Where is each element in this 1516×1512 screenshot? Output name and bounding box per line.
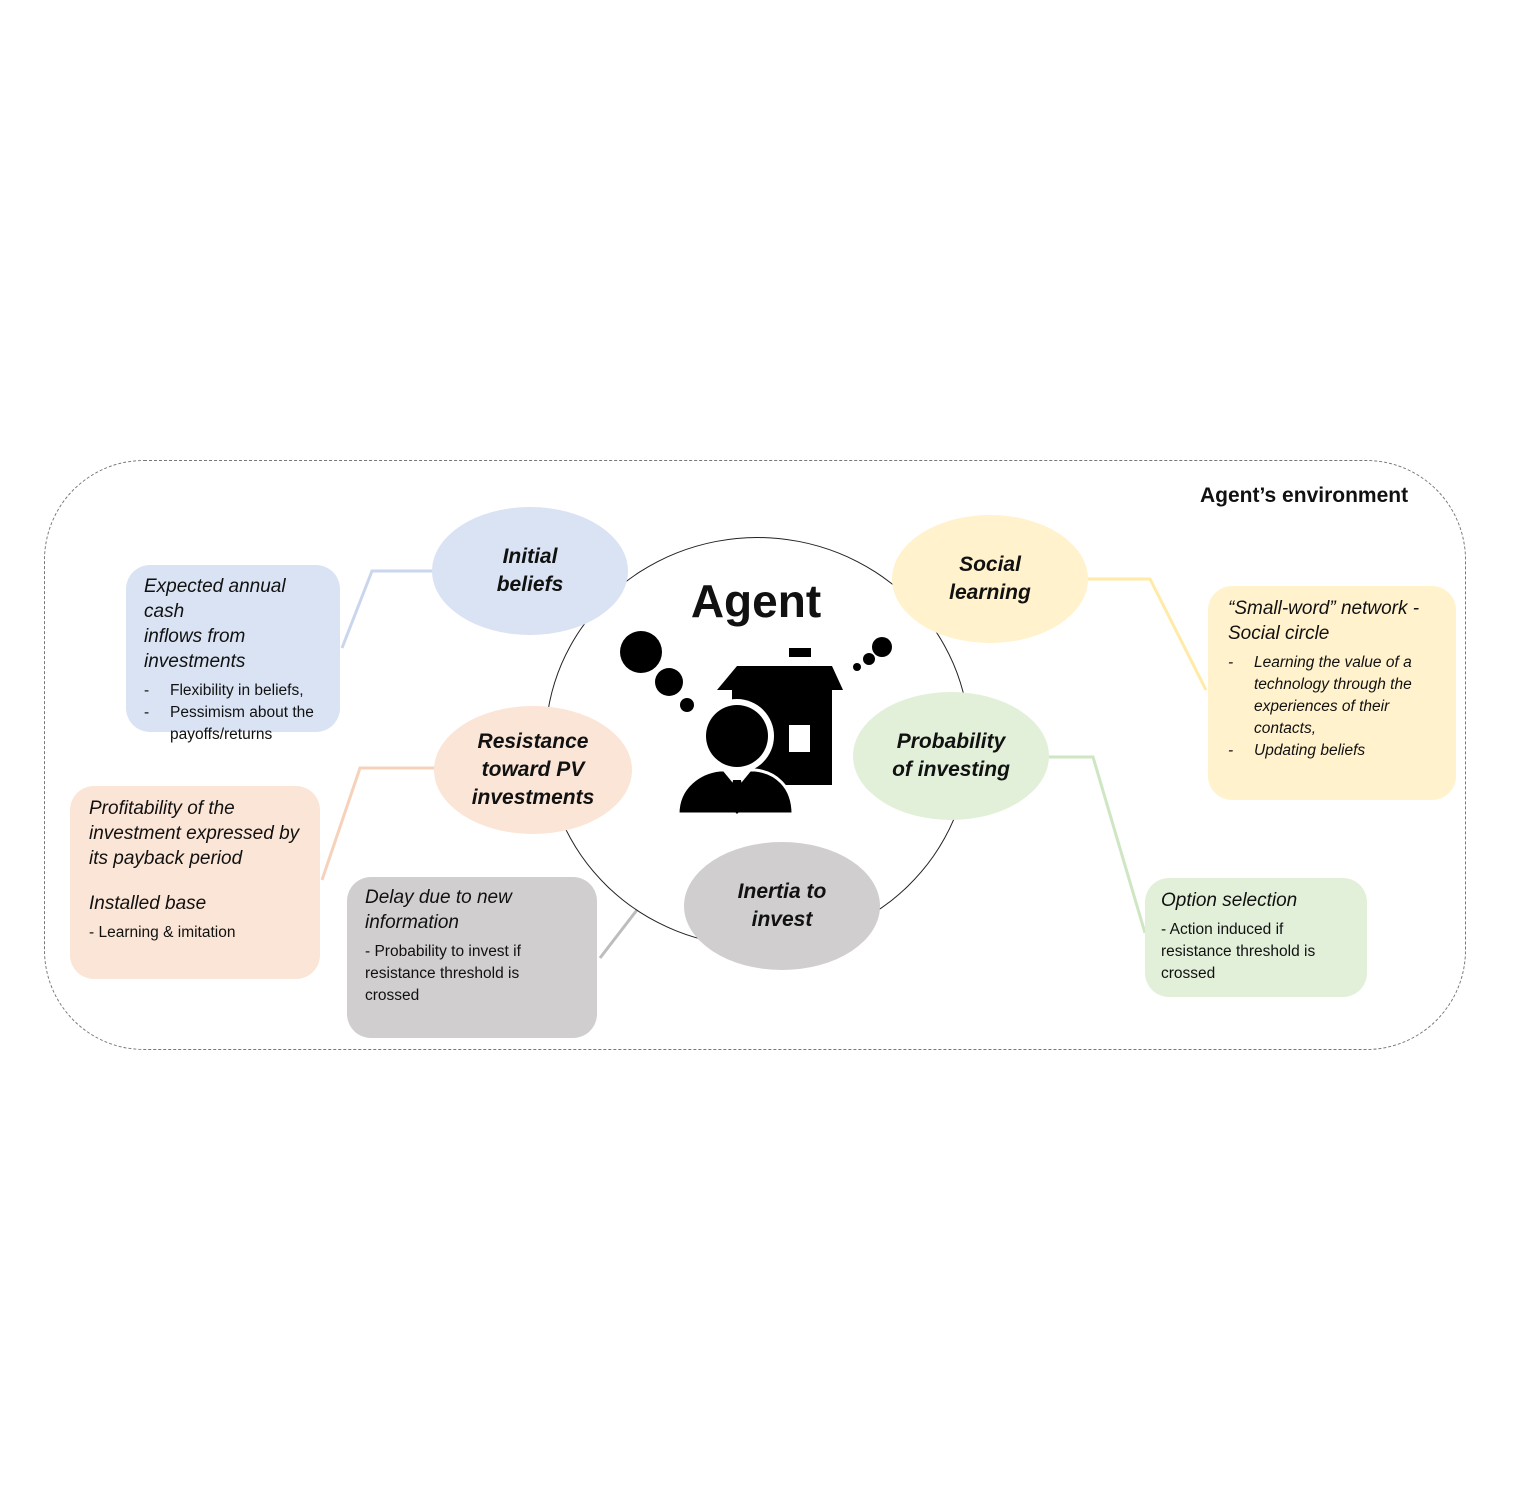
box-initial-beliefs: Expected annual cash inflows from invest… [126,565,340,743]
thought-bubbles-right-icon [853,637,892,671]
box-heading: Profitability of the investment expresse… [89,798,300,869]
box-note: - Learning & imitation [89,924,236,941]
box-list: -Flexibility in beliefs, -Pessimism abou… [144,680,324,746]
box-social-learning: “Small-word” network - Social circle -Le… [1208,586,1456,800]
connector-resistance [320,766,435,881]
agent-title: Agent [690,575,822,627]
box-heading: Expected annual cash inflows from invest… [144,576,286,672]
environment-title: Agent’s environment [1200,484,1409,507]
ellipse-social-learning: Social learning [892,515,1088,643]
box-heading: “Small-word” network - Social circle [1228,598,1420,644]
list-item: -Learning the value of a technology thro… [1228,654,1412,737]
environment-frame [44,460,1466,1050]
box-subheading: Installed base [89,893,207,914]
connector-probability [1049,755,1147,934]
box-list: -Learning the value of a technology thro… [1228,652,1438,762]
box-note: - Probability to invest if resistance th… [365,943,521,1004]
box-heading: Delay due to new information [365,887,512,933]
connector-social [1088,577,1208,691]
box-resistance: Profitability of the investment expresse… [70,786,320,979]
list-item: -Flexibility in beliefs, [144,682,304,699]
box-note: - Action induced if resistance threshold… [1161,921,1316,982]
list-item: -Updating beliefs [1228,742,1366,759]
ellipse-initial-beliefs: Initial beliefs [432,507,628,635]
ellipse-probability-investing: Probability of investing [853,692,1049,820]
ellipse-inertia: Inertia to invest [684,842,880,970]
person-icon [676,699,795,816]
box-probability-investing: Option selection - Action induced if res… [1145,878,1367,997]
list-item: -Pessimism about the payoffs/returns [144,704,314,743]
ellipse-resistance: Resistance toward PV investments [434,706,632,834]
box-heading: Option selection [1161,890,1298,911]
thought-bubbles-left-icon [620,631,694,712]
box-inertia: Delay due to new information - Probabili… [347,877,597,1038]
connector-beliefs [340,569,433,649]
agent-person-house-icon [620,631,892,816]
